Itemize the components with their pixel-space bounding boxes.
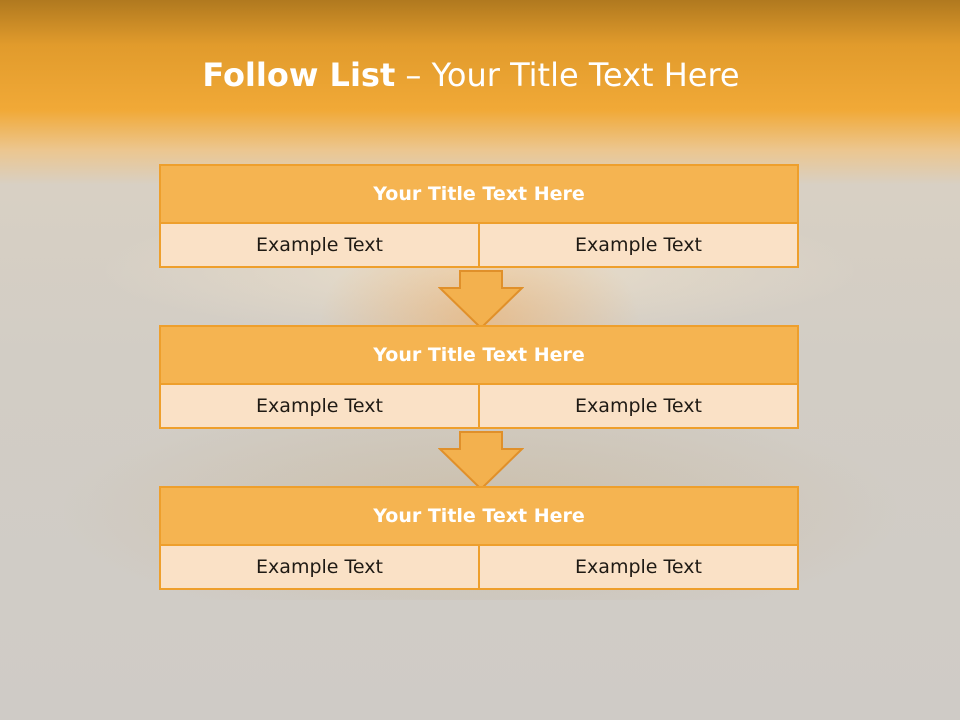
step-title: Your Title Text Here bbox=[161, 488, 797, 544]
step-row: Example Text Example Text bbox=[161, 385, 797, 427]
step-title: Your Title Text Here bbox=[161, 327, 797, 383]
step-title: Your Title Text Here bbox=[161, 166, 797, 222]
step-cell-left: Example Text bbox=[161, 224, 478, 266]
down-arrow-icon bbox=[438, 270, 524, 330]
down-arrow-icon bbox=[438, 431, 524, 491]
title-bold: Follow List bbox=[202, 56, 396, 94]
step-cell-left: Example Text bbox=[161, 546, 478, 588]
slide-title: Follow List – Your Title Text Here bbox=[0, 52, 942, 98]
step-row: Example Text Example Text bbox=[161, 224, 797, 266]
step-box-1: Your Title Text Here Example Text Exampl… bbox=[159, 164, 799, 268]
step-cell-right: Example Text bbox=[480, 385, 797, 427]
title-rest: – Your Title Text Here bbox=[405, 56, 740, 94]
step-row: Example Text Example Text bbox=[161, 546, 797, 588]
step-cell-left: Example Text bbox=[161, 385, 478, 427]
step-cell-right: Example Text bbox=[480, 224, 797, 266]
step-box-3: Your Title Text Here Example Text Exampl… bbox=[159, 486, 799, 590]
step-box-2: Your Title Text Here Example Text Exampl… bbox=[159, 325, 799, 429]
step-cell-right: Example Text bbox=[480, 546, 797, 588]
